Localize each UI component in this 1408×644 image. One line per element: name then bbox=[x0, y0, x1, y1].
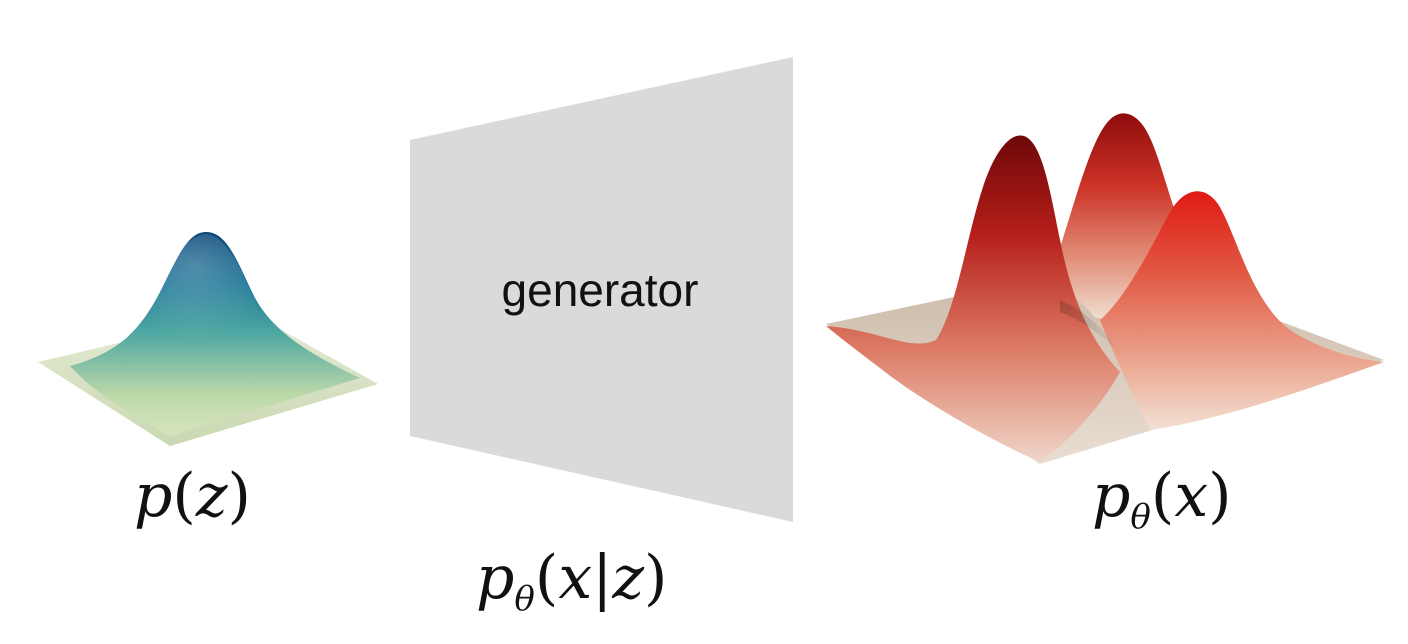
prior-label-p: p bbox=[134, 461, 172, 531]
output-peak-right bbox=[1100, 191, 1384, 430]
output-label-x: x bbox=[1174, 461, 1208, 531]
conditional-label-close: ) bbox=[644, 543, 667, 613]
conditional-label-z: z bbox=[611, 543, 644, 613]
prior-distribution: p(z) bbox=[38, 232, 378, 531]
conditional-label-theta: θ bbox=[514, 579, 534, 619]
conditional-label-open: ( bbox=[535, 543, 558, 613]
conditional-label: pθ(x|z) bbox=[476, 543, 667, 619]
generator-block: generator pθ(x|z) bbox=[410, 57, 793, 619]
prior-label: p(z) bbox=[134, 461, 251, 531]
conditional-label-x: x bbox=[558, 543, 592, 613]
conditional-label-bar: | bbox=[592, 543, 612, 613]
output-distribution: pθ(x) bbox=[826, 113, 1384, 537]
output-label-open: ( bbox=[1151, 461, 1174, 531]
prior-label-z: z bbox=[195, 461, 228, 531]
prior-label-close: ) bbox=[227, 461, 250, 531]
output-peak-left bbox=[826, 135, 1120, 463]
output-label-theta: θ bbox=[1130, 497, 1150, 537]
prior-label-open: ( bbox=[172, 461, 195, 531]
output-valley-shadow bbox=[1060, 300, 1126, 360]
output-mixture-surface bbox=[826, 113, 1384, 464]
output-label: pθ(x) bbox=[1092, 461, 1232, 537]
output-label-close: ) bbox=[1208, 461, 1231, 531]
output-label-p: p bbox=[1092, 461, 1130, 531]
prior-gaussian-surface bbox=[38, 232, 378, 446]
conditional-label-p: p bbox=[476, 543, 514, 613]
prior-bell-highlight bbox=[140, 234, 262, 340]
generator-trapezoid bbox=[410, 57, 793, 522]
generator-label: generator bbox=[502, 264, 699, 316]
